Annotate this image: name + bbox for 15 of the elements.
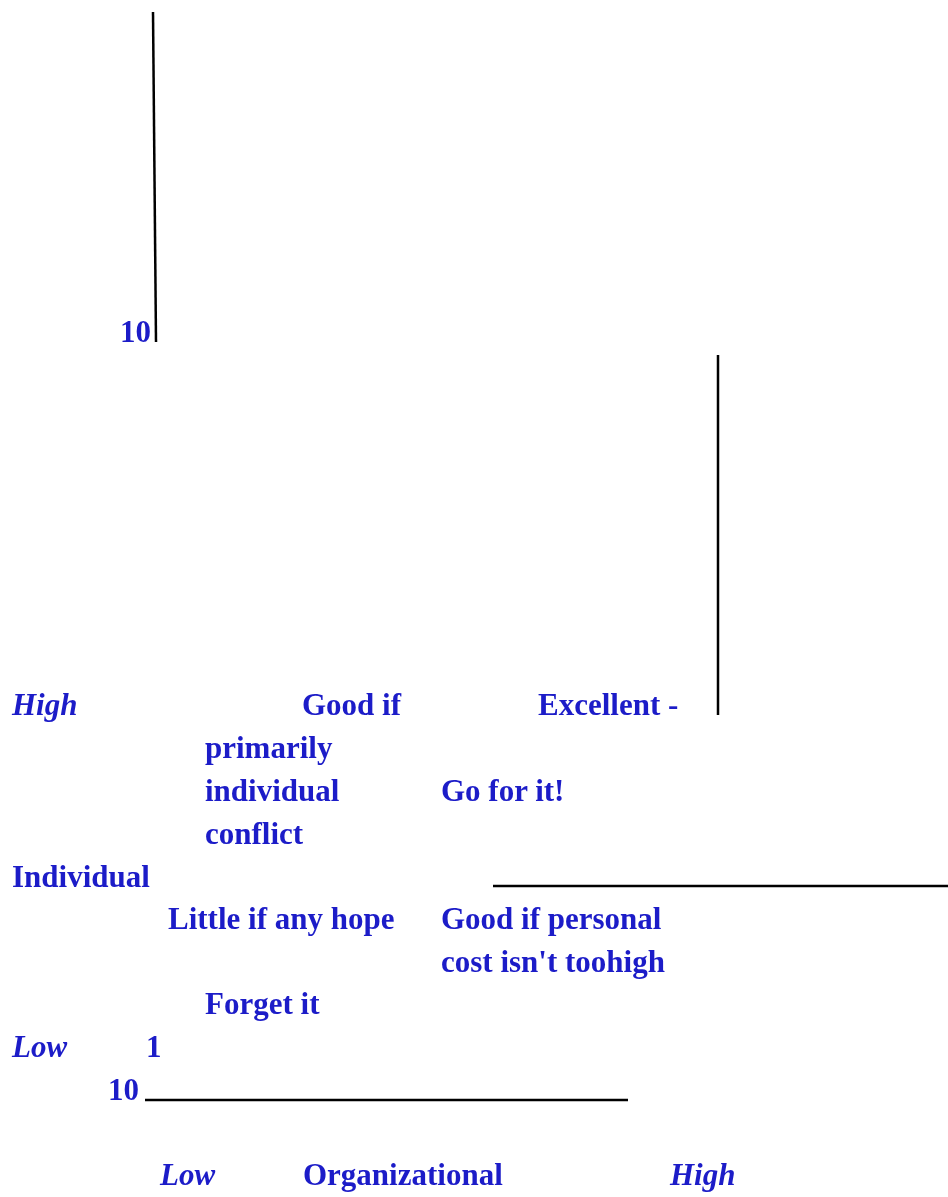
quadrant-text: Forget it — [205, 985, 320, 1023]
tick-label: 10 — [108, 1071, 139, 1109]
axis-title: Individual — [12, 858, 150, 896]
quadrant-text: Good if personal cost isn't toohigh — [441, 900, 666, 981]
axis-level-label: High — [12, 686, 78, 724]
quadrant-text: Go for it! — [441, 772, 565, 810]
quadrant-text: Good if primarily individual conflict — [205, 686, 403, 853]
quadrant-text: Excellent - — [538, 686, 679, 724]
tick-label: 1 — [146, 1028, 162, 1066]
axis-level-label: High — [670, 1156, 736, 1194]
axis-level-label: Low — [12, 1028, 68, 1066]
tick-label: 10 — [120, 313, 151, 351]
axis-level-label: Low — [160, 1156, 216, 1194]
quadrant-text: Little if any hope — [168, 900, 395, 938]
axis-title: Organizational — [303, 1156, 503, 1194]
